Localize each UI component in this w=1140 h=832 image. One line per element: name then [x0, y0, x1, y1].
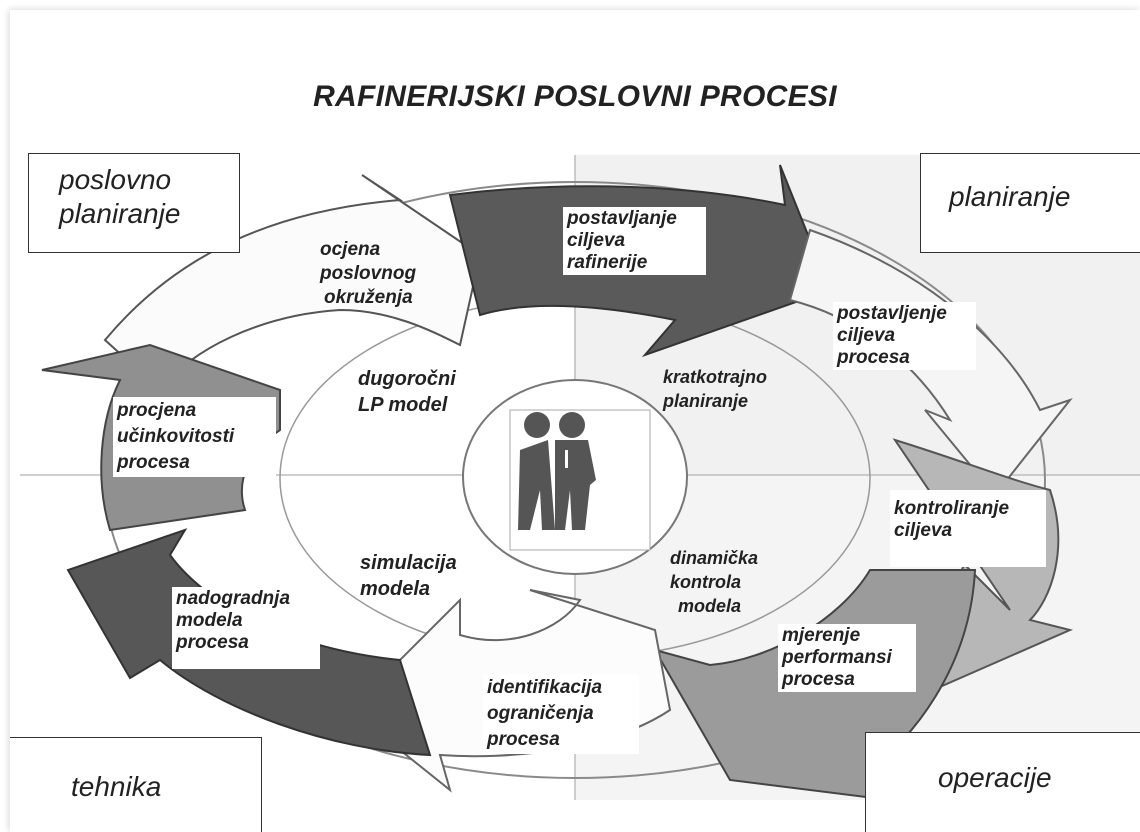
label-controlling-goals: kontroliranje ciljeva [890, 490, 1046, 567]
label-efficiency-assessment: procjena učinkovitosti procesa [113, 397, 276, 477]
label-long-term-lp: dugoročni LP model [358, 368, 456, 416]
diagram-frame: RAFINERIJSKI POSLOVNI PROCESI poslovno p… [10, 10, 1140, 832]
quadrant-label-technique: tehnika [10, 737, 262, 832]
label-environment-assessment: ocjena poslovnog okruženja [320, 239, 417, 308]
label-upgrading-models: nadogradnja modela procesa [172, 587, 320, 669]
diagram-title: RAFINERIJSKI POSLOVNI PROCESI [313, 80, 837, 113]
label-process-goals: postavljenje ciljeva procesa [833, 302, 976, 370]
label-short-term-planning: kratkotrajno planiranje [663, 367, 768, 411]
label-model-simulation: simulacija modela [360, 552, 457, 600]
quadrant-label-planning: planiranje [920, 153, 1140, 253]
label-refinery-goals: postavljanje ciljeva rafinerije [563, 207, 706, 275]
quadrant-label-business-planning: poslovno planiranje [28, 153, 240, 253]
label-identifying-constraints: identifikacija ograničenja procesa [483, 674, 639, 754]
people-icon [518, 412, 596, 530]
label-dynamic-control: dinamička kontrola modela [670, 548, 759, 616]
label-measuring-performance: mjerenje performansi procesa [778, 624, 916, 692]
quadrant-label-operations: operacije [865, 732, 1140, 832]
